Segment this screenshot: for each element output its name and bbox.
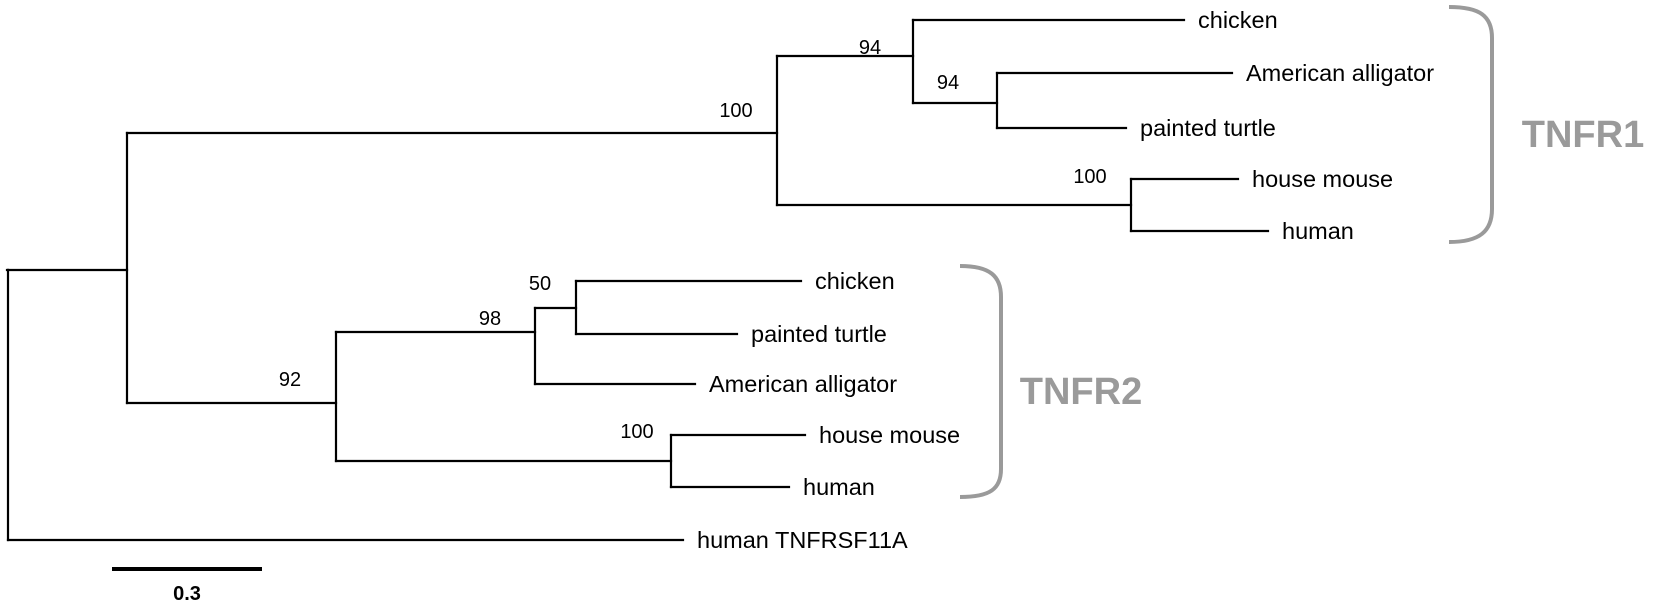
leaf-label-l1: chicken [1198,7,1278,33]
bootstrap-label-b_mam1: 100 [1073,166,1106,188]
bootstrap-label-b_mam2: 100 [620,421,653,443]
tnfr1-group-label: TNFR1 [1522,114,1644,156]
leaf-label-l6: chicken [815,268,895,294]
tnfr2-group-label: TNFR2 [1020,371,1142,413]
bootstrap-label-b_bird_rep: 94 [859,37,881,59]
leaf-label-l9: house mouse [819,422,960,448]
tnfr1-bracket [1448,5,1494,244]
tree-branches [5,18,1270,542]
tnfr2-bracket [959,264,1003,499]
leaf-label-l11: human TNFRSF11A [697,527,908,553]
bootstrap-label-b_all_turtle: 94 [937,72,959,94]
leaf-label-l8: American alligator [709,371,897,397]
leaf-label-l10: human [803,474,875,500]
bootstrap-label-b_tnfr1: 100 [719,100,752,122]
scale-bar-label: 0.3 [173,583,201,605]
leaf-label-l4: house mouse [1252,166,1393,192]
bootstrap-label-b_tnfr2: 92 [279,369,301,391]
leaf-label-l7: painted turtle [751,321,887,347]
leaf-label-l5: human [1282,218,1354,244]
leaf-label-l2: American alligator [1246,60,1434,86]
bootstrap-label-b_chick_turtle: 50 [529,273,551,295]
leaf-label-l3: painted turtle [1140,115,1276,141]
bootstrap-label-b_sauro2: 98 [479,308,501,330]
